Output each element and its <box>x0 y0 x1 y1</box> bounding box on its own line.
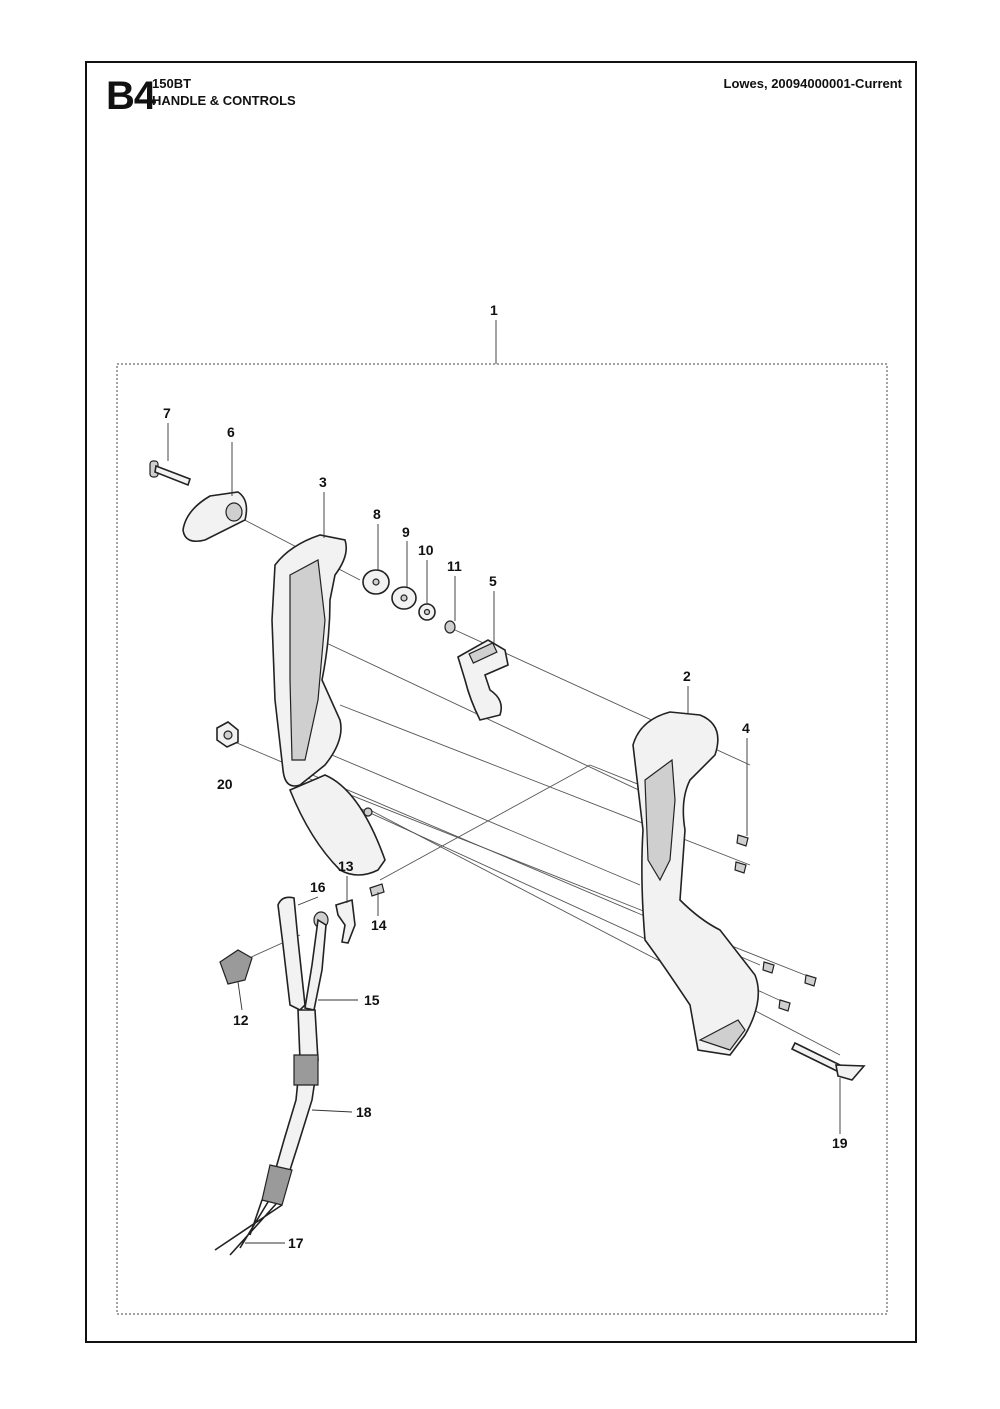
callout-11: 11 <box>447 558 462 574</box>
callout-15: 15 <box>364 992 380 1008</box>
callout-labels: 1 2 3 4 5 6 7 8 9 10 11 12 13 14 15 16 1… <box>163 302 848 1251</box>
callout-6: 6 <box>227 424 235 440</box>
callout-leaders <box>167 423 841 1244</box>
callout-7: 7 <box>163 405 171 421</box>
callout-5: 5 <box>489 573 497 589</box>
callout-13: 13 <box>338 858 354 874</box>
callout-16: 16 <box>310 879 326 895</box>
callout-3: 3 <box>319 474 327 490</box>
callout-18: 18 <box>356 1104 372 1120</box>
part-20-nut <box>216 721 239 748</box>
part-guard-left <box>288 774 386 876</box>
callout-8: 8 <box>373 506 381 522</box>
callout-19: 19 <box>832 1135 848 1151</box>
part-7-screw <box>149 460 192 487</box>
section-title: HANDLE & CONTROLS <box>152 93 296 108</box>
part-3-handle-half-left <box>271 534 348 787</box>
part-5-throttle-trigger <box>457 639 509 721</box>
callout-1: 1 <box>490 302 498 318</box>
page-frame <box>85 61 917 1343</box>
section-code: B4 <box>106 74 156 118</box>
part-6-clamp-lever <box>182 491 248 543</box>
screws-4 <box>734 834 817 1012</box>
part-16-15-12-linkage <box>219 896 329 1011</box>
part-19-wing-bolt <box>790 1041 866 1081</box>
model-name: 150BT <box>152 76 192 91</box>
source-reference: Lowes, 20094000001-Current <box>723 76 902 91</box>
callout-4: 4 <box>742 720 750 736</box>
callout-12: 12 <box>233 1012 249 1028</box>
assembly-boundary <box>116 363 888 1315</box>
callout-20: 20 <box>217 776 233 792</box>
part-18-17-cables <box>214 1009 319 1256</box>
callout-9: 9 <box>402 524 410 540</box>
part-13-14-clip <box>335 883 385 944</box>
callout-17: 17 <box>288 1235 304 1251</box>
washers-8-11 <box>362 569 456 634</box>
callout-14: 14 <box>371 917 387 933</box>
callout-10: 10 <box>418 542 434 558</box>
callout-2: 2 <box>683 668 691 684</box>
part-2-handle-half-right <box>632 711 760 1056</box>
